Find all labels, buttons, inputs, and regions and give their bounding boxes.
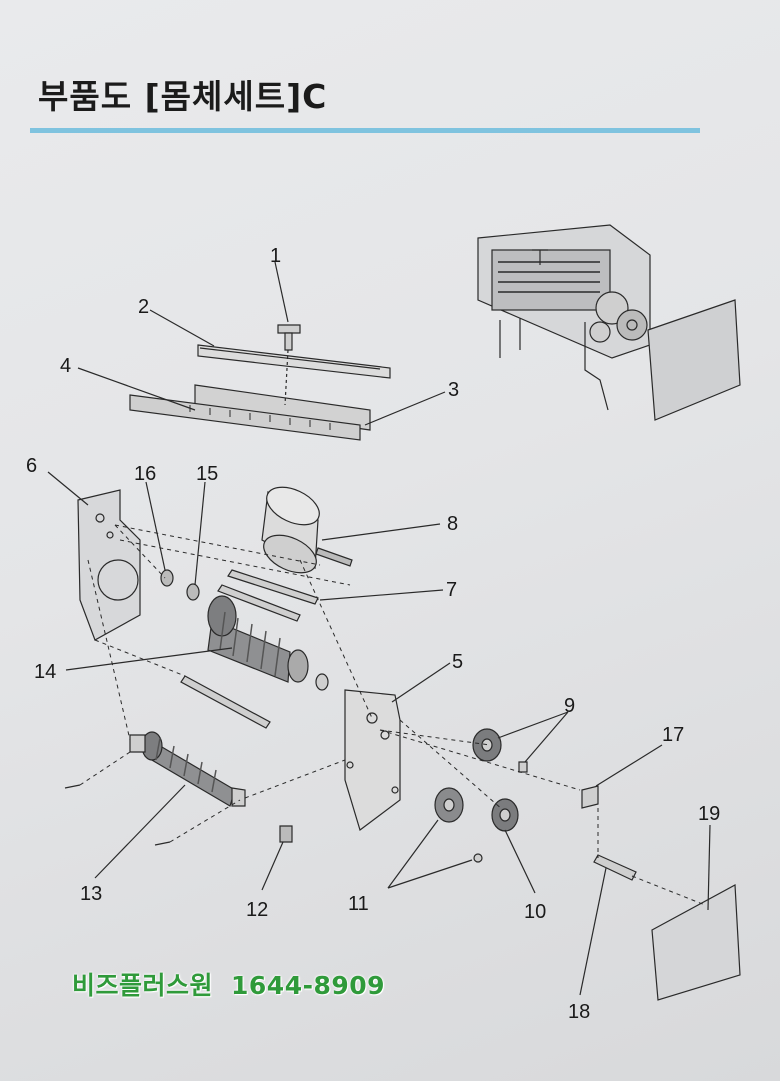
main-roller: [207, 595, 329, 691]
watermark-brand: 비즈플러스원: [72, 971, 214, 1000]
callout-17: 17: [662, 724, 684, 746]
watermark-phone: 1644-8909: [231, 971, 386, 1000]
shafts: [180, 569, 319, 729]
callout-8: 8: [447, 513, 458, 535]
callout-6: 6: [26, 455, 37, 477]
lower-roller: [129, 731, 246, 807]
contact-watermark: 비즈플러스원 1644-8909: [72, 966, 403, 1002]
small-parts: [64, 569, 741, 1001]
callout-18: 18: [568, 1001, 590, 1023]
callout-15: 15: [196, 463, 218, 485]
callout-3: 3: [448, 379, 459, 401]
motor-drawing: [261, 486, 353, 574]
callout-4: 4: [60, 355, 71, 377]
callout-labels: 1 2 3 4 5 6 7 8 9 10 11 12 13 14 15 16 1…: [26, 245, 720, 1023]
callout-10: 10: [524, 901, 546, 923]
callout-14: 14: [34, 661, 56, 683]
callout-16: 16: [134, 463, 156, 485]
callout-1: 1: [270, 245, 281, 267]
callout-19: 19: [698, 803, 720, 825]
assembly-guide-lines: [79, 524, 706, 906]
title-underline: [30, 128, 700, 133]
callout-5: 5: [452, 651, 463, 673]
top-rail-assembly: [129, 324, 391, 441]
callout-9: 9: [564, 695, 575, 717]
leader-lines: [47, 261, 711, 996]
callout-13: 13: [80, 883, 102, 905]
right-side-plate: [344, 689, 401, 831]
page-title: 부품도 [몸체세트]C: [38, 77, 328, 116]
assembled-unit-drawing: [477, 224, 741, 421]
callout-2: 2: [138, 296, 149, 318]
callout-11: 11: [348, 893, 369, 915]
gears: [279, 728, 528, 863]
left-side-plate: [77, 489, 141, 641]
callout-12: 12: [246, 899, 268, 921]
callout-7: 7: [446, 579, 457, 601]
